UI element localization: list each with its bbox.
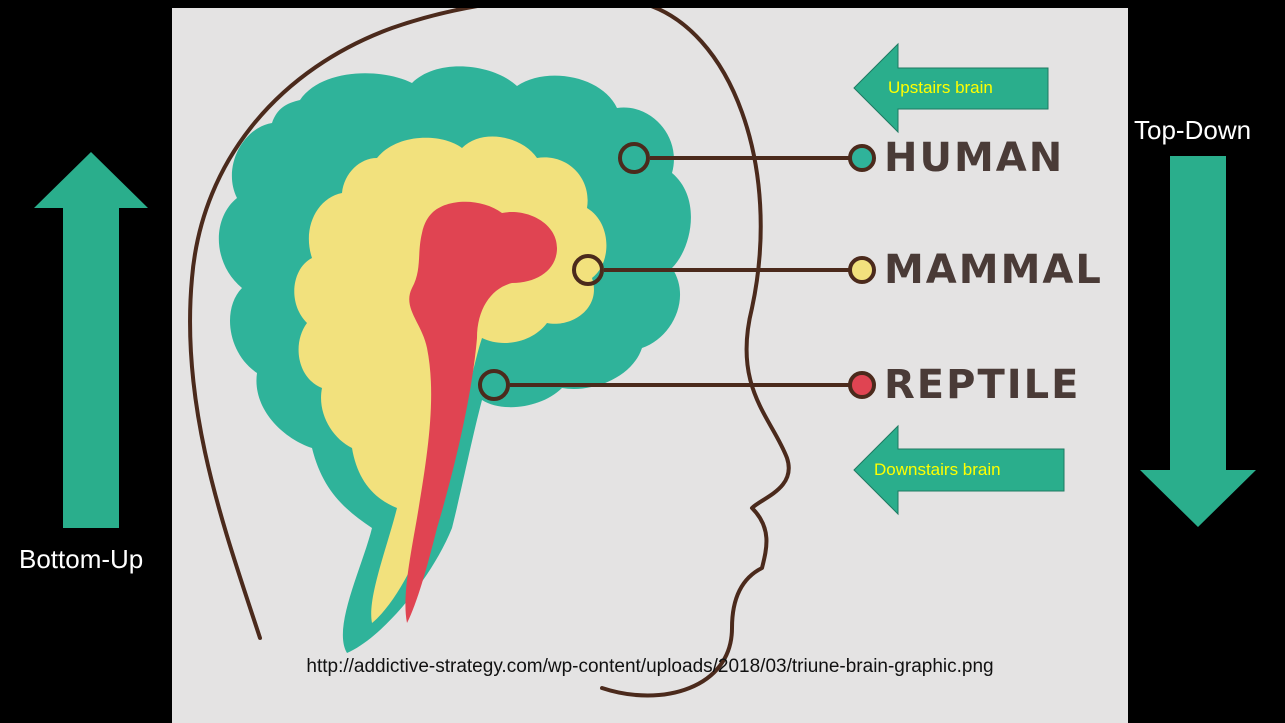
human-label: HUMAN: [884, 135, 1065, 181]
source-caption: http://addictive-strategy.com/wp-content…: [306, 656, 994, 677]
reptile-label: REPTILE: [884, 362, 1081, 408]
bottom-up-arrow: [34, 152, 148, 528]
reptile-start-dot: [478, 369, 510, 401]
bottom-up-label: Bottom-Up: [19, 544, 144, 574]
mammal-start-dot: [572, 254, 604, 286]
human-start-dot: [618, 142, 650, 174]
connectors: [478, 142, 876, 401]
downstairs-label: Downstairs brain: [874, 460, 1001, 479]
downstairs-arrow: [853, 424, 1065, 516]
upstairs-arrow: [853, 42, 1049, 134]
triune-brain-image: HUMAN MAMMAL REPTILE Upstairs brain Down…: [172, 8, 1128, 723]
brainstem-shape: [405, 201, 557, 623]
top-down-label: Top-Down: [1134, 115, 1252, 145]
top-down-arrow: [1140, 156, 1256, 527]
brain-graphic: [188, 8, 1065, 698]
mammal-label: MAMMAL: [884, 247, 1103, 293]
human-end-dot: [848, 144, 876, 172]
reptile-end-dot: [848, 371, 876, 399]
mammal-end-dot: [848, 256, 876, 284]
upstairs-label: Upstairs brain: [888, 78, 993, 97]
